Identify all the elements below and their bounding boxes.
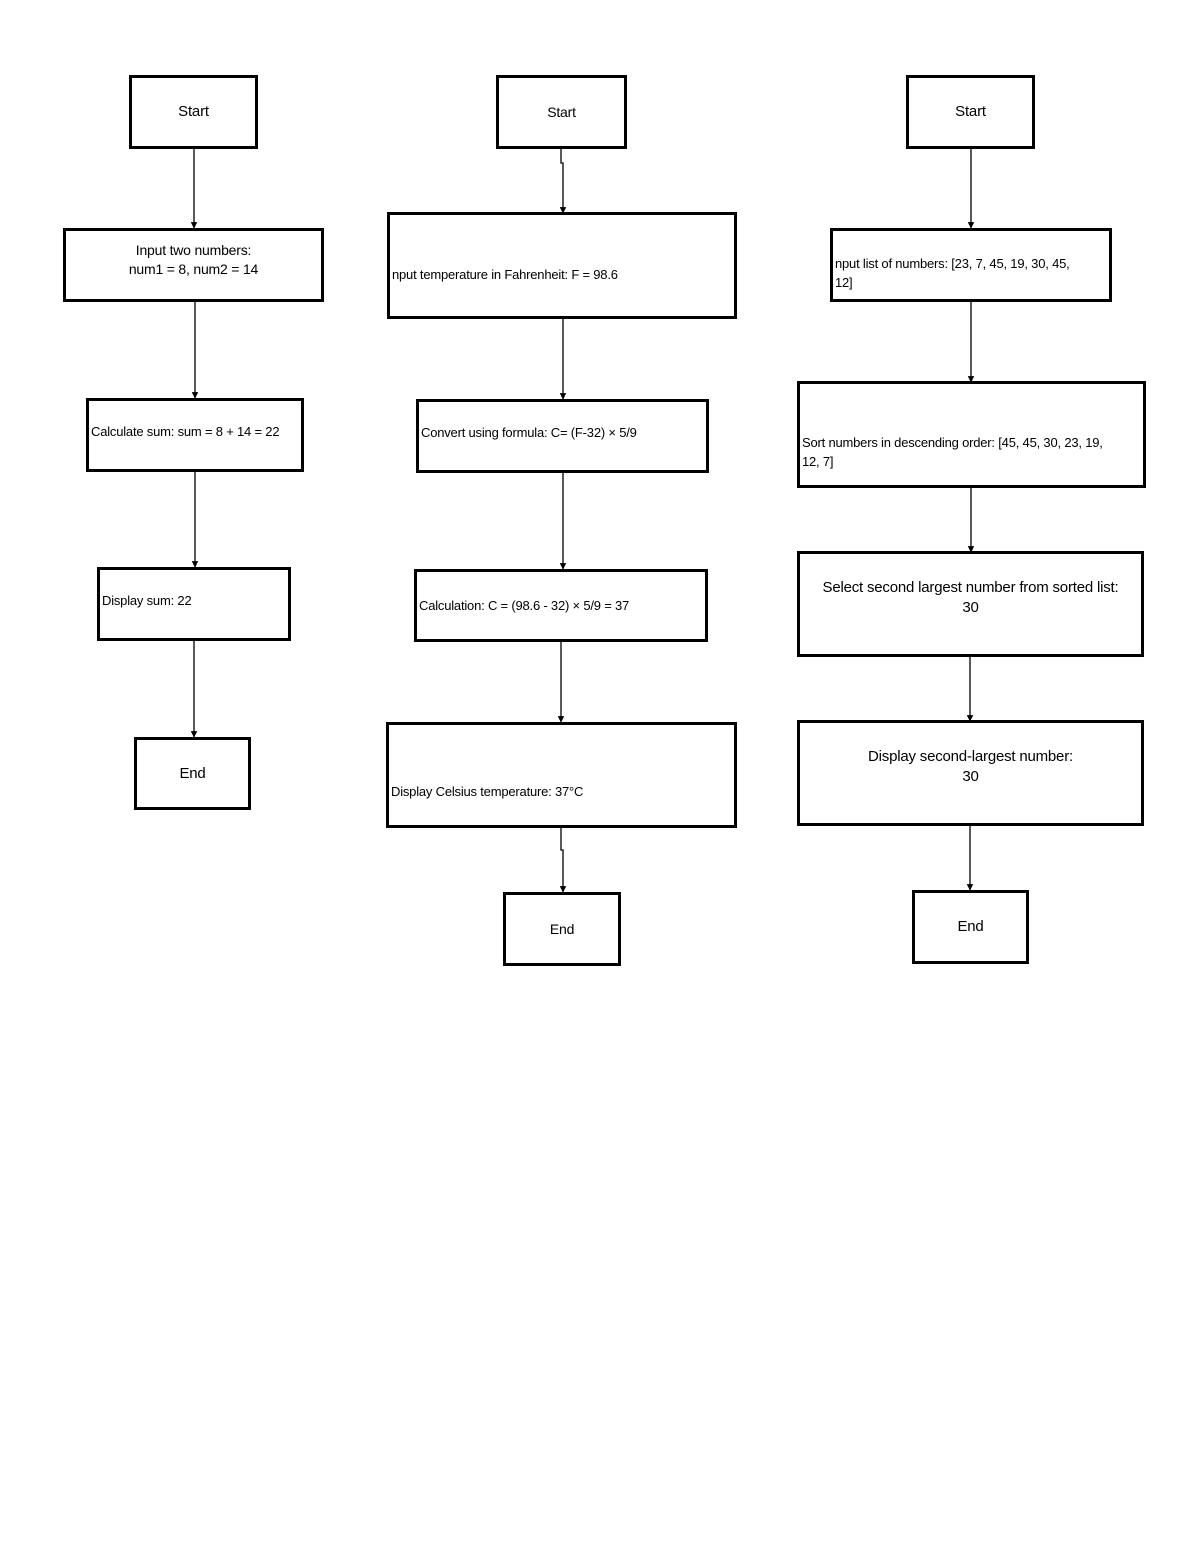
list-select-node: Select second largest number from sorted… — [797, 551, 1144, 657]
list-select-label: Select second largest number from sorted… — [822, 579, 1119, 616]
list-display-node: Display second-largest number: 30 — [797, 720, 1144, 826]
sum-input-node: Input two numbers: num1 = 8, num2 = 14 — [63, 228, 324, 302]
sum-calc-node: Calculate sum: sum = 8 + 14 = 22 — [86, 398, 304, 472]
list-sort-node: Sort numbers in descending order: [45, 4… — [797, 381, 1146, 488]
temp-convert-label: Convert using formula: C= (F-32) × 5/9 — [421, 425, 637, 440]
temp-display-label: Display Celsius temperature: 37°C — [391, 784, 584, 799]
list-end-node: End — [912, 890, 1029, 964]
list-end-label: End — [957, 918, 984, 935]
arrow-temp-start-to-input — [559, 148, 567, 214]
sum-display-label: Display sum: 22 — [102, 593, 192, 608]
temp-end-label: End — [549, 921, 575, 937]
sum-start-label: Start — [178, 103, 209, 120]
temp-start-node: Start — [496, 75, 627, 149]
sum-end-node: End — [134, 737, 251, 810]
sum-input-label: Input two numbers: num1 = 8, num2 = 14 — [128, 242, 259, 277]
temp-input-label: nput temperature in Fahrenheit: F = 98.6 — [392, 267, 618, 282]
sum-calc-label: Calculate sum: sum = 8 + 14 = 22 — [91, 424, 280, 439]
list-start-node: Start — [906, 75, 1035, 149]
list-input-label: nput list of numbers: [23, 7, 45, 19, 30… — [835, 256, 1070, 290]
arrow-temp-display-to-end — [559, 827, 567, 893]
temp-start-label: Start — [547, 104, 576, 120]
list-start-label: Start — [955, 103, 986, 120]
temp-calc-label: Calculation: C = (98.6 - 32) × 5/9 = 37 — [419, 598, 630, 613]
temp-end-node: End — [503, 892, 621, 966]
sum-start-node: Start — [129, 75, 258, 149]
list-sort-label: Sort numbers in descending order: [45, 4… — [802, 435, 1103, 469]
temp-convert-node: Convert using formula: C= (F-32) × 5/9 — [416, 399, 709, 473]
list-input-node: nput list of numbers: [23, 7, 45, 19, 30… — [830, 228, 1112, 302]
sum-display-node: Display sum: 22 — [97, 567, 291, 641]
temp-display-node: Display Celsius temperature: 37°C — [386, 722, 737, 828]
temp-input-node: nput temperature in Fahrenheit: F = 98.6 — [387, 212, 737, 319]
sum-end-label: End — [179, 764, 206, 782]
temp-calc-node: Calculation: C = (98.6 - 32) × 5/9 = 37 — [414, 569, 708, 642]
list-display-label: Display second-largest number: 30 — [868, 748, 1073, 785]
